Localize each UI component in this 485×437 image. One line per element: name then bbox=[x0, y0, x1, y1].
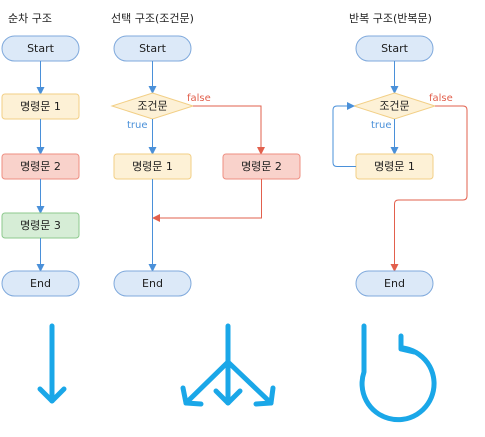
selection-arrow-false bbox=[193, 105, 265, 155]
selection-statement-1-label: 명령문 1 bbox=[132, 160, 173, 173]
sequential-statement-1-label: 명령문 1 bbox=[20, 100, 61, 113]
loop-arrow-icon bbox=[359, 323, 437, 423]
iteration-start-label: Start bbox=[381, 42, 409, 55]
sequential-end-node bbox=[1, 270, 80, 297]
sequential-structure: 순차 구조 Start 명령문 1 명령문 2 명령문 3 End bbox=[1, 12, 80, 297]
selection-arrow-merge bbox=[152, 179, 262, 222]
selection-structure: 선택 구조(조건문) Start 조건문 true false 명령문 1 명령… bbox=[110, 12, 301, 297]
sequential-start-label: Start bbox=[27, 42, 55, 55]
selection-statement-2-label: 명령문 2 bbox=[241, 160, 282, 173]
selection-end-node bbox=[113, 270, 192, 297]
iteration-statement-1-label: 명령문 1 bbox=[374, 160, 415, 173]
selection-true-label: true bbox=[127, 120, 148, 131]
iteration-structure: 반복 구조(반복문) Start 조건문 true false 명령문 1 En… bbox=[332, 12, 468, 297]
iteration-false-label: false bbox=[429, 93, 453, 104]
iteration-arrow-false bbox=[390, 105, 468, 272]
selection-start-label: Start bbox=[139, 42, 167, 55]
sequential-statement-2-label: 명령문 2 bbox=[20, 160, 61, 173]
branch-arrows-icon bbox=[180, 323, 276, 407]
selection-end-label: End bbox=[142, 277, 163, 290]
iteration-end-node bbox=[355, 270, 434, 297]
sequential-statement-3-label: 명령문 3 bbox=[20, 219, 61, 232]
iteration-loop-back-arrow bbox=[332, 102, 356, 167]
iteration-true-label: true bbox=[371, 120, 392, 131]
down-arrow-icon bbox=[37, 323, 67, 404]
iteration-title: 반복 구조(반복문) bbox=[349, 12, 432, 25]
selection-title: 선택 구조(조건문) bbox=[111, 12, 194, 25]
iteration-condition-label: 조건문 bbox=[379, 100, 409, 113]
selection-condition-label: 조건문 bbox=[137, 100, 167, 113]
sequential-title: 순차 구조 bbox=[8, 12, 52, 25]
selection-false-label: false bbox=[187, 93, 211, 104]
iteration-end-label: End bbox=[384, 277, 405, 290]
sequential-end-label: End bbox=[30, 277, 51, 290]
